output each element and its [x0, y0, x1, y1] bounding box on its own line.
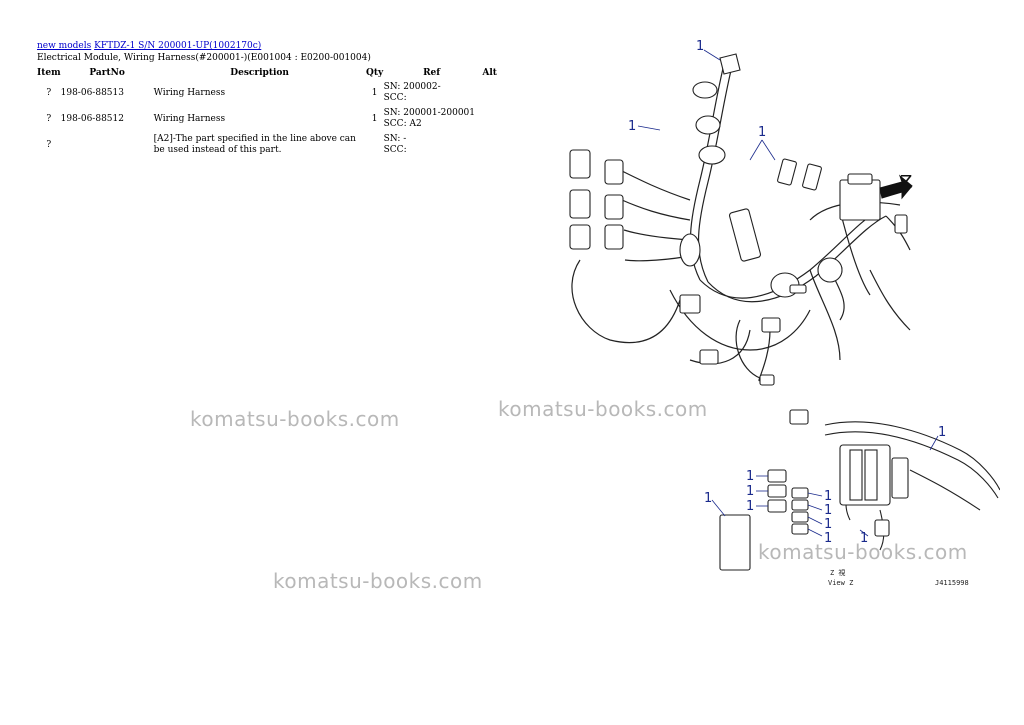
- cell-alt: [480, 132, 500, 158]
- cell-qty: 1: [371, 87, 378, 98]
- view-arrow-icon: [879, 174, 913, 200]
- cell-ref: SN: 200002-SCC:: [384, 80, 480, 106]
- page-subtitle: Electrical Module, Wiring Harness(#20000…: [37, 53, 371, 63]
- callout-label: 1: [860, 531, 868, 546]
- ref-sn: SN: -: [383, 134, 407, 144]
- cell-alt: [480, 80, 500, 106]
- col-description: Description: [230, 68, 289, 78]
- cell-description: Wiring Harness: [153, 87, 226, 98]
- col-alt: Alt: [482, 68, 497, 78]
- col-item: Item: [37, 68, 61, 78]
- watermark: komatsu-books.com: [498, 397, 708, 421]
- cell-partno: 198-06-88513: [60, 87, 124, 98]
- cell-ref: SN: -SCC:: [384, 132, 480, 158]
- ref-scc: SCC:: [383, 93, 407, 103]
- watermark: komatsu-books.com: [190, 407, 400, 431]
- callout-label: 1: [758, 125, 766, 140]
- col-partno: PartNo: [89, 68, 125, 78]
- ref-scc: SCC: A2: [383, 119, 422, 129]
- ref-sn: SN: 200001-200001: [383, 108, 475, 118]
- watermark: komatsu-books.com: [273, 569, 483, 593]
- callout-label: 1: [628, 119, 636, 134]
- callout-label: 1: [824, 517, 832, 532]
- callout-label: 1: [824, 531, 832, 546]
- callout-label: 1: [746, 499, 754, 514]
- ref-scc: SCC:: [383, 145, 407, 155]
- document-header: new models KFTDZ-1 S/N 200001-UP(1002170…: [37, 40, 371, 64]
- cell-item: ?: [46, 113, 52, 124]
- callout-label: 1: [824, 503, 832, 518]
- ref-sn: SN: 200002-: [383, 82, 441, 92]
- cell-qty: 1: [371, 113, 378, 124]
- col-qty: Qty: [366, 68, 384, 78]
- table-row: ? 198-06-88512 Wiring Harness 1 SN: 2000…: [37, 106, 500, 132]
- figure-code: J4115998: [935, 579, 969, 587]
- wiring-harness-diagram: Z 1 1 1: [569, 39, 1000, 587]
- cell-partno: [61, 132, 154, 158]
- cell-alt: [480, 106, 500, 132]
- cell-description: Wiring Harness: [153, 113, 226, 124]
- callout-label: 1: [746, 469, 754, 484]
- cell-partno: 198-06-88512: [60, 113, 124, 124]
- callout-label: 1: [704, 491, 712, 506]
- callout-label: 1: [696, 39, 704, 54]
- parts-table: Item PartNo Description Qty Ref Alt ? 19…: [37, 66, 500, 158]
- cell-item: ?: [46, 139, 52, 150]
- model-link[interactable]: KFTDZ-1 S/N 200001-UP(1002170c): [94, 41, 262, 51]
- watermark: komatsu-books.com: [758, 540, 968, 564]
- table-header-row: Item PartNo Description Qty Ref Alt: [37, 66, 500, 80]
- cell-qty: [366, 132, 384, 158]
- callout-label: 1: [824, 489, 832, 504]
- new-models-link[interactable]: new models: [37, 41, 92, 51]
- z-label: Z: [900, 172, 912, 193]
- callout-label: 1: [938, 425, 946, 440]
- col-ref: Ref: [423, 68, 441, 78]
- callout-label: 1: [746, 484, 754, 499]
- table-row: ? [A2]-The part specified in the line ab…: [37, 132, 500, 158]
- cell-item: ?: [46, 87, 52, 98]
- view-label: View Z: [828, 579, 853, 587]
- table-row: ? 198-06-88513 Wiring Harness 1 SN: 2000…: [37, 80, 500, 106]
- cell-description: [A2]-The part specified in the line abov…: [153, 134, 356, 155]
- view-label-jp: Z 視: [830, 568, 845, 577]
